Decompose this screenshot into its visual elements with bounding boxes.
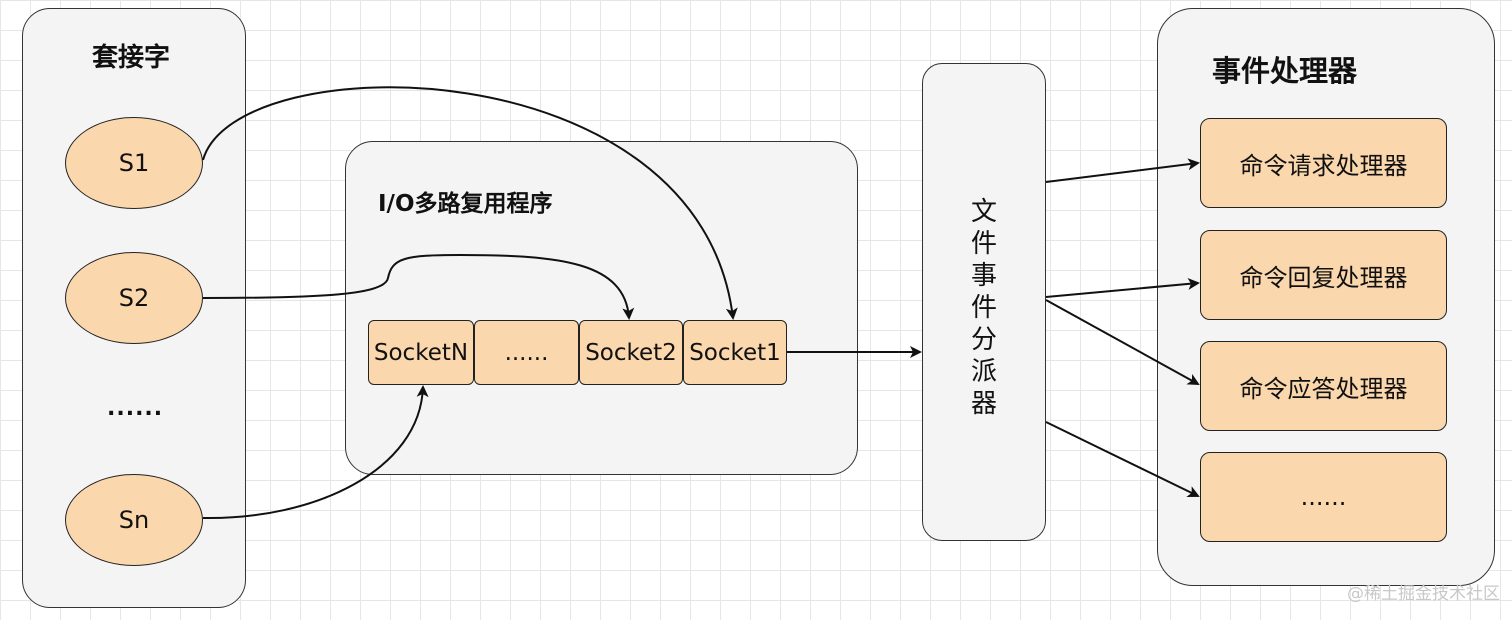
sockets-panel-title: 套接字 — [92, 43, 171, 73]
handler-command-reply[interactable]: 命令回复处理器 — [1200, 230, 1447, 320]
file-event-dispatcher[interactable] — [922, 63, 1046, 541]
queue-cell-socketn[interactable]: SocketN — [368, 320, 474, 385]
queue-cell-ellipsis[interactable]: ...... — [474, 320, 579, 385]
queue-cell-socket1[interactable]: Socket1 — [683, 320, 787, 385]
socket-node-sn[interactable]: Sn — [65, 474, 203, 566]
sockets-ellipsis: ...... — [107, 396, 164, 421]
io-multiplexer-title: I/O多路复用程序 — [378, 191, 553, 217]
edge-sn-to-socketn — [202, 385, 429, 520]
dispatcher-label: 文件事件分派器 — [970, 197, 997, 419]
handler-ellipsis[interactable]: ...... — [1200, 452, 1447, 542]
socket-node-s2[interactable]: S2 — [65, 252, 203, 344]
socket-node-s1[interactable]: S1 — [65, 117, 203, 209]
event-handlers-title: 事件处理器 — [1212, 54, 1358, 88]
handler-command-response[interactable]: 命令应答处理器 — [1200, 341, 1447, 431]
handler-command-request[interactable]: 命令请求处理器 — [1200, 118, 1447, 208]
edge-dispatcher-to-reply — [1045, 277, 1200, 298]
watermark: @稀土掘金技术社区 — [1347, 584, 1500, 604]
edge-s1-to-socket1 — [202, 86, 738, 320]
edge-dispatcher-to-response — [1045, 299, 1200, 385]
queue-cell-socket2[interactable]: Socket2 — [579, 320, 683, 385]
edge-dispatcher-to-ellipsis — [1045, 421, 1200, 498]
io-multiplexer-panel — [345, 141, 858, 475]
edge-s2-to-socket2 — [202, 253, 635, 320]
edge-dispatcher-to-request — [1045, 158, 1200, 183]
